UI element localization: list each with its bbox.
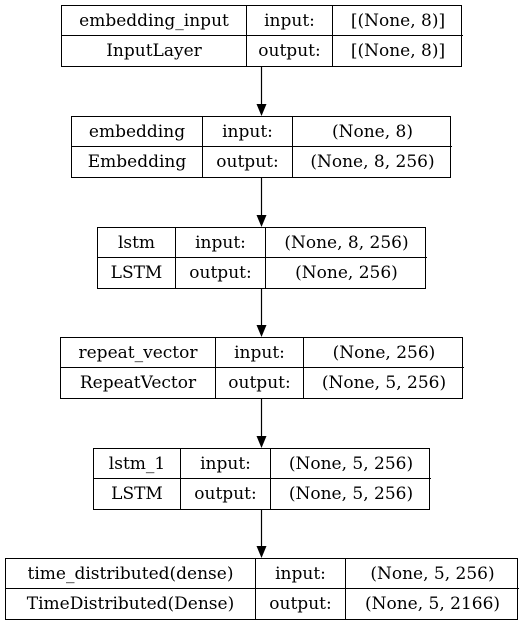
input-label: input:	[216, 338, 304, 368]
output-label: output:	[203, 147, 293, 177]
layer-node-lstm-1: lstm_1 input: (None, 5, 256) LSTM output…	[93, 448, 431, 510]
layer-type: Embedding	[72, 147, 203, 177]
edge-embedding-to-lstm	[256, 178, 267, 227]
input-label: input:	[176, 228, 266, 258]
layer-node-lstm: lstm input: (None, 8, 256) LSTM output: …	[97, 227, 427, 289]
layer-type: InputLayer	[62, 36, 247, 66]
output-label: output:	[247, 36, 333, 66]
layer-name: lstm	[98, 228, 176, 258]
input-shape: (None, 8)	[293, 117, 452, 147]
layer-node-embedding-input: embedding_input input: [(None, 8)] Input…	[61, 5, 463, 67]
output-label: output:	[256, 589, 346, 619]
input-shape: [(None, 8)]	[333, 6, 463, 36]
layer-name: time_distributed(dense)	[6, 559, 256, 589]
output-label: output:	[176, 258, 266, 288]
input-label: input:	[247, 6, 333, 36]
output-shape: (None, 8, 256)	[310, 152, 435, 172]
input-label: input:	[256, 559, 346, 589]
output-shape: (None, 5, 256)	[321, 373, 447, 393]
input-shape: (None, 8, 256)	[266, 228, 427, 258]
output-shape: (None, 5, 256)	[288, 484, 414, 504]
layer-node-repeat-vector: repeat_vector input: (None, 256) RepeatV…	[60, 337, 464, 399]
output-shape: [(None, 8)]	[350, 41, 446, 61]
layer-type: LSTM	[98, 258, 176, 288]
input-label: input:	[203, 117, 293, 147]
layer-name: repeat_vector	[61, 338, 216, 368]
input-shape: (None, 5, 256)	[271, 449, 431, 479]
output-label: output:	[216, 368, 304, 398]
edge-embedding-input-to-embedding	[256, 67, 267, 116]
edge-lstm-1-to-time-distributed	[256, 510, 267, 558]
edge-repeat-vector-to-lstm-1	[256, 399, 267, 448]
output-shape: (None, 5, 2166)	[364, 594, 501, 614]
layer-name: embedding	[72, 117, 203, 147]
layer-type: TimeDistributed(Dense)	[6, 589, 256, 619]
layer-type: LSTM	[94, 479, 181, 509]
layer-name: lstm_1	[94, 449, 181, 479]
output-label: output:	[181, 479, 271, 509]
layer-name: embedding_input	[62, 6, 247, 36]
edge-lstm-to-repeat-vector	[256, 289, 267, 337]
input-label: input:	[181, 449, 271, 479]
input-shape: (None, 256)	[304, 338, 464, 368]
layer-node-embedding: embedding input: (None, 8) Embedding out…	[71, 116, 452, 178]
output-shape: (None, 256)	[295, 263, 398, 283]
layer-node-time-distributed-dense: time_distributed(dense) input: (None, 5,…	[5, 558, 519, 620]
input-shape: (None, 5, 256)	[346, 559, 519, 589]
layer-type: RepeatVector	[61, 368, 216, 398]
